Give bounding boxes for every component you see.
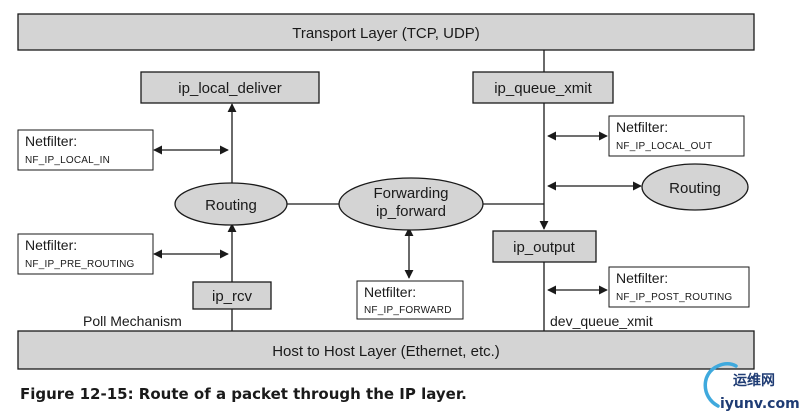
box-ip-output: ip_output: [492, 230, 597, 263]
netfilter-title: Netfilter:: [616, 270, 668, 286]
ellipse-forwarding: Forwarding ip_forward: [338, 177, 484, 231]
netfilter-box-forward: Netfilter: NF_IP_FORWARD: [356, 280, 464, 320]
watermark-swoosh-icon: [703, 362, 738, 408]
left-routing-label: Routing: [205, 197, 257, 214]
netfilter-title: Netfilter:: [25, 133, 77, 149]
host-layer-bar: Host to Host Layer (Ethernet, etc.): [17, 330, 755, 370]
ip-queue-xmit-label: ip_queue_xmit: [494, 80, 592, 97]
ellipse-left-routing: Routing: [174, 182, 288, 226]
ip-rcv-label: ip_rcv: [212, 288, 253, 305]
watermark-en: iyunv.com: [720, 396, 800, 412]
host-layer-label: Host to Host Layer (Ethernet, etc.): [272, 343, 500, 360]
transport-layer-label: Transport Layer (TCP, UDP): [292, 25, 480, 42]
ip-forward-label: ip_forward: [376, 203, 446, 220]
hook-local-in: NF_IP_LOCAL_IN: [25, 155, 110, 166]
netfilter-box-local-in: Netfilter: NF_IP_LOCAL_IN: [17, 129, 154, 171]
netfilter-title: Netfilter:: [25, 237, 77, 253]
box-ip-rcv: ip_rcv: [192, 281, 272, 310]
netfilter-box-local-out: Netfilter: NF_IP_LOCAL_OUT: [608, 115, 745, 157]
watermark: 运维网 iyunv.com: [703, 362, 800, 412]
figure-caption: Figure 12-15: Route of a packet through …: [20, 385, 467, 403]
netfilter-title: Netfilter:: [364, 284, 416, 300]
box-ip-local-deliver: ip_local_deliver: [140, 71, 320, 104]
transport-layer-bar: Transport Layer (TCP, UDP): [17, 13, 755, 51]
hook-forward: NF_IP_FORWARD: [364, 305, 452, 316]
watermark-cn: 运维网: [733, 372, 775, 389]
flow-lines: [227, 50, 549, 331]
box-ip-queue-xmit: ip_queue_xmit: [472, 71, 614, 104]
ip-output-label: ip_output: [513, 239, 576, 256]
ip-local-deliver-label: ip_local_deliver: [178, 80, 281, 97]
forwarding-label: Forwarding: [373, 185, 448, 202]
netfilter-title: Netfilter:: [616, 119, 668, 135]
netfilter-box-pre-routing: Netfilter: NF_IP_PRE_ROUTING: [17, 233, 154, 275]
dev-queue-xmit-label: dev_queue_xmit: [550, 313, 653, 329]
hook-local-out: NF_IP_LOCAL_OUT: [616, 141, 712, 152]
ellipse-right-routing: Routing: [641, 163, 749, 211]
hook-post-routing: NF_IP_POST_ROUTING: [616, 292, 732, 303]
netfilter-box-post-routing: Netfilter: NF_IP_POST_ROUTING: [608, 266, 750, 308]
hook-pre-routing: NF_IP_PRE_ROUTING: [25, 259, 135, 270]
netfilter-arrows: [153, 131, 642, 295]
right-routing-label: Routing: [669, 180, 721, 197]
poll-mechanism-label: Poll Mechanism: [83, 313, 182, 329]
